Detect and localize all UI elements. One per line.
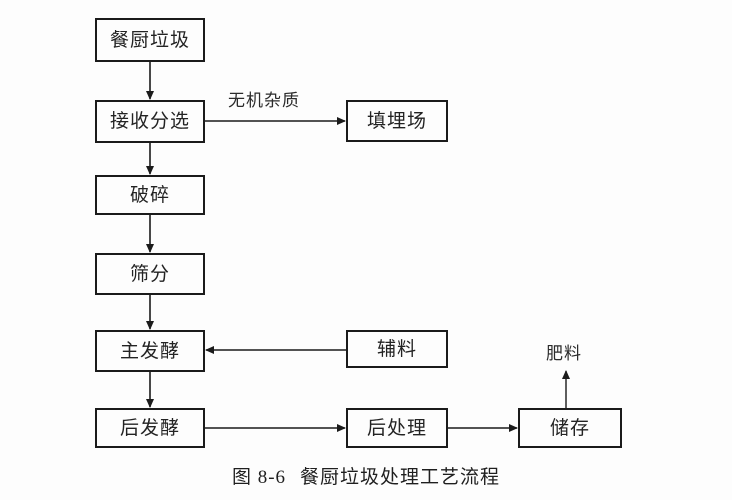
figure-caption-number: 图 8-6 xyxy=(231,467,287,488)
node-screening[interactable]: 筛分 xyxy=(95,253,205,295)
node-crush[interactable]: 破碎 xyxy=(95,175,205,215)
node-main-ferment[interactable]: 主发酵 xyxy=(95,330,205,372)
figure-caption-title: 餐厨垃圾处理工艺流程 xyxy=(300,467,501,488)
node-label: 储存 xyxy=(549,417,590,439)
figure-caption: 图 8-6 餐厨垃圾处理工艺流程 xyxy=(0,462,732,489)
node-label: 筛分 xyxy=(129,263,170,285)
node-post-treatment[interactable]: 后处理 xyxy=(346,408,448,448)
edge-label-fertilizer: 肥料 xyxy=(546,344,582,363)
node-label: 破碎 xyxy=(129,184,170,206)
node-landfill[interactable]: 填埋场 xyxy=(346,100,448,142)
node-kitchen-waste[interactable]: 餐厨垃圾 xyxy=(95,18,205,62)
node-label: 后发酵 xyxy=(119,417,180,439)
node-label: 接收分选 xyxy=(109,111,190,132)
node-post-ferment[interactable]: 后发酵 xyxy=(95,408,205,448)
node-label: 后处理 xyxy=(366,417,427,439)
node-label: 辅料 xyxy=(376,338,417,360)
node-storage[interactable]: 储存 xyxy=(518,408,622,448)
node-label: 填埋场 xyxy=(366,110,427,132)
node-auxiliary[interactable]: 辅料 xyxy=(346,330,448,368)
node-label: 主发酵 xyxy=(119,340,180,362)
node-receive-sort[interactable]: 接收分选 xyxy=(95,100,205,143)
edge-label-inorganic-impurities: 无机杂质 xyxy=(228,91,300,110)
node-label: 餐厨垃圾 xyxy=(109,29,190,51)
